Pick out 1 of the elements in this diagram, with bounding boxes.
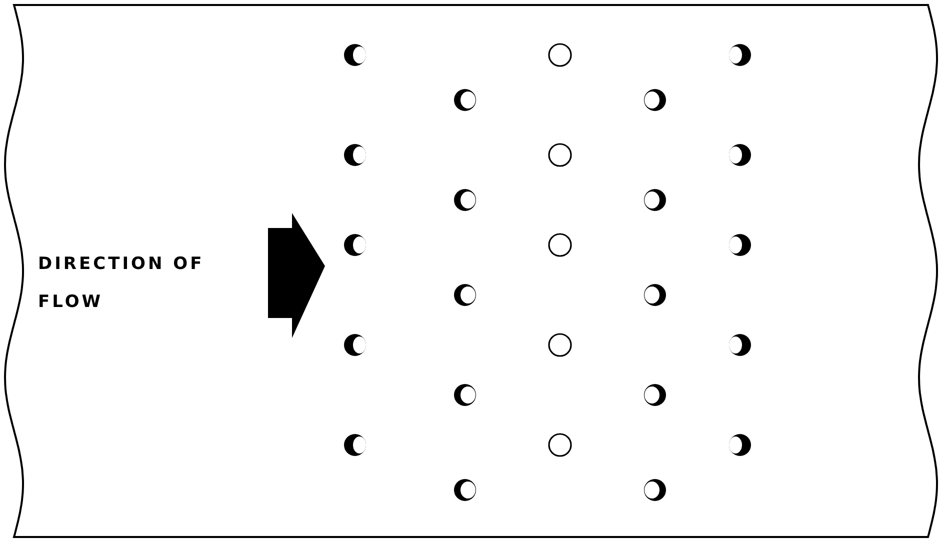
flow-direction-label: DIRECTION OF FLOW <box>38 253 206 314</box>
